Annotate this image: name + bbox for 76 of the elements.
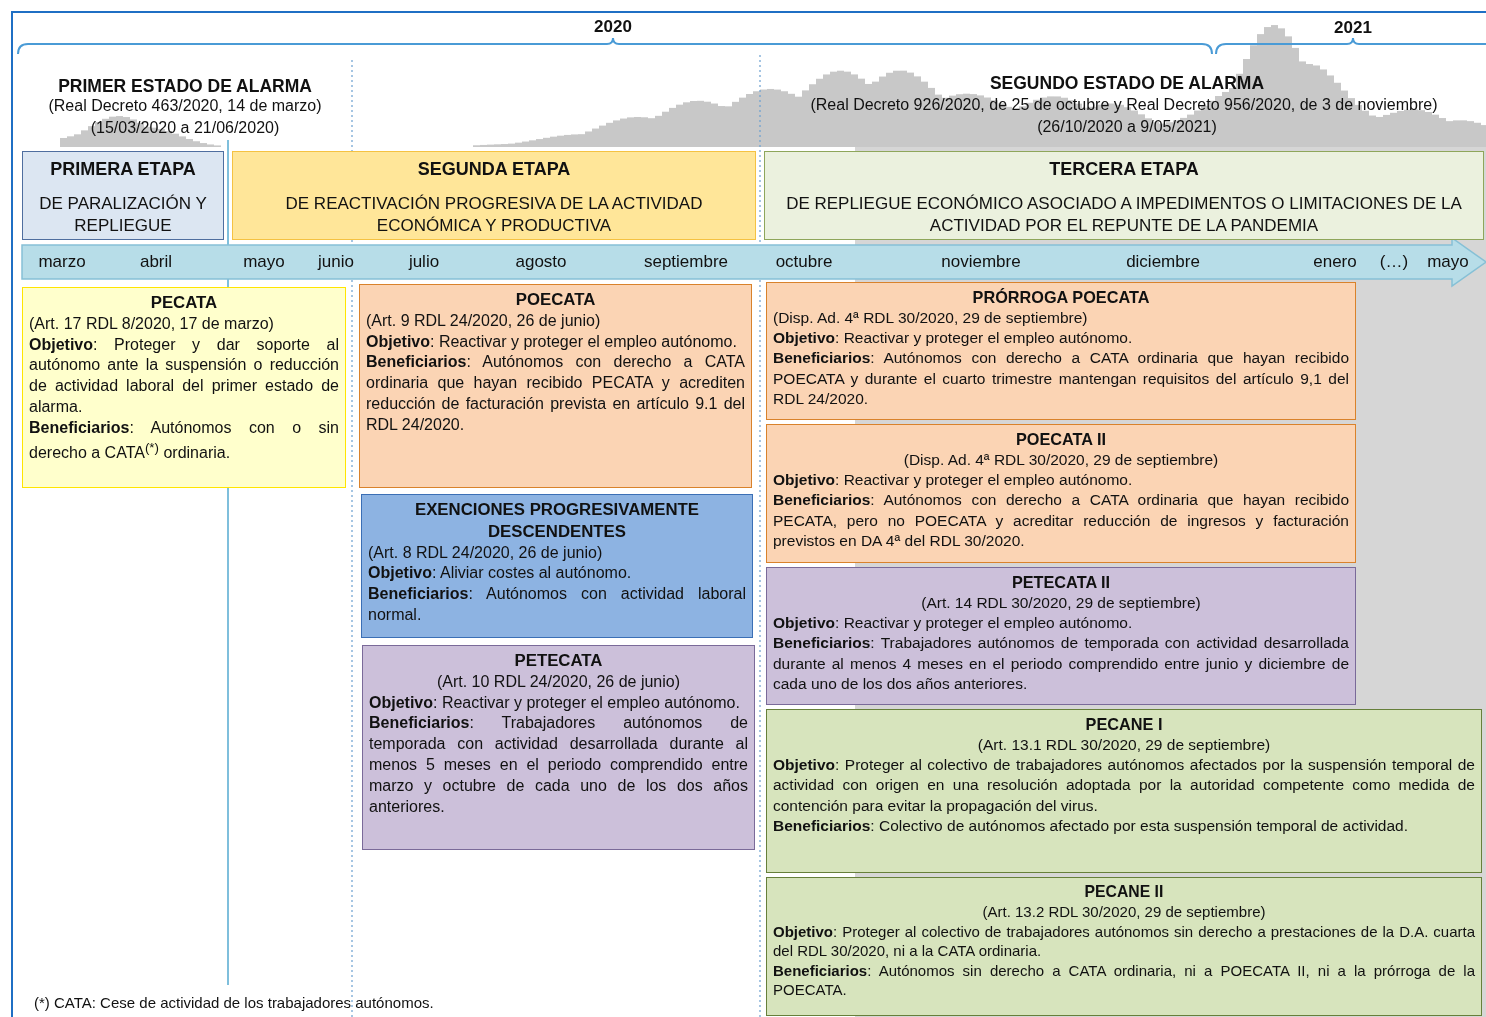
card-paragraph: Objetivo: Reactivar y proteger el empleo autónomo. — [773, 470, 1134, 491]
month-label: octubre — [775, 251, 833, 273]
measure-card — [766, 877, 1482, 1016]
month-label: mayo — [1427, 251, 1469, 273]
card-paragraph: Objetivo: Proteger y dar soporte al autónomo ante la suspensión o reducción de actividad laboral del primer estado de alarma. — [29, 334, 339, 417]
card-title: PECANE I — [1084, 714, 1164, 735]
card-paragraph: Beneficiarios: Autónomos sin derecho a CATA ordinaria, ni a POECATA II, ni a la prórroga de la POECATA. — [773, 960, 1475, 1000]
card-paragraph: Objetivo: Aliviar costes al autónomo. — [368, 563, 633, 584]
stage-box — [764, 151, 1484, 240]
month-label: marzo — [38, 251, 86, 273]
measure-card — [22, 287, 346, 488]
month-label: diciembre — [1126, 251, 1200, 273]
alarm-state-detail: (Real Decreto 463/2020, 14 de marzo) — [48, 96, 322, 116]
stage-title: PRIMERA ETAPA — [49, 158, 197, 181]
month-label: junio — [318, 251, 354, 273]
measure-card — [766, 282, 1356, 420]
card-paragraph: Objetivo: Proteger al colectivo de trabajadores autónomos sin derecho a prestaciones de la D.A. cuarta del RDL 30/2020, ni a la CATA ordinaria. — [773, 921, 1475, 961]
card-paragraph: Objetivo: Proteger al colectivo de trabajadores autónomos afectados por la suspensión temporal de actividad con origen en una resolución adoptada por la autoridad competente como medida de contención para evitar la propagación del virus. — [773, 755, 1475, 816]
card-paragraph: Objetivo: Reactivar y proteger el empleo autónomo. — [773, 613, 1134, 634]
month-label: noviembre — [941, 251, 1021, 273]
month-label: agosto — [515, 251, 567, 273]
month-label: enero — [1313, 251, 1357, 273]
measure-card — [766, 424, 1356, 563]
alarm-state-title: PRIMER ESTADO DE ALARMA — [58, 76, 312, 98]
month-label: septiembre — [643, 251, 729, 273]
month-label: julio — [408, 251, 440, 273]
legal-reference: (Art. 13.1 RDL 30/2020, 29 de septiembre) — [976, 735, 1272, 756]
card-paragraph: Beneficiarios: Autónomos con o sin derecho a CATA$^{(*)}$ ordinaria. — [29, 417, 339, 463]
card-paragraph: Beneficiarios: Trabajadores autónomos de temporada con actividad desarrollada durante al menos 5 meses en el periodo comprendido entre marzo y octubre de cada uno de los dos años anteriores. — [369, 713, 748, 817]
card-title: PECANE II — [1083, 882, 1165, 902]
stage-description: DE PARALIZACIÓN Y REPLIEGUE — [38, 193, 208, 238]
alarm-state-title: SEGUNDO ESTADO DE ALARMA — [989, 73, 1265, 95]
year-label: 2021 — [1334, 17, 1372, 39]
card-paragraph: Beneficiarios: Autónomos con derecho a CATA ordinaria que hayan recibido PECATA, pero no POECATA y acreditar reducción de ingresos y facturación previstos en DA 4ª del RDL 30/2020. — [773, 490, 1349, 551]
legal-reference: (Art. 14 RDL 30/2020, 29 de septiembre) — [920, 593, 1202, 614]
legal-reference: (Art. 13.2 RDL 30/2020, 29 de septiembre) — [981, 902, 1267, 922]
card-title: POECATA — [514, 289, 597, 311]
card-title: POECATA II — [1014, 429, 1108, 450]
card-paragraph: Beneficiarios: Trabajadores autónomos de temporada con actividad desarrollada durante al menos 4 meses en el periodo comprendido entre junio y diciembre de cada uno de los dos años anteriores. — [773, 633, 1349, 694]
stage-description: DE REPLIEGUE ECONÓMICO ASOCIADO A IMPEDIMENTOS O LIMITACIONES DE LA ACTIVIDAD POR EL REPUNTE DE LA PANDEMIA — [785, 193, 1463, 238]
stage-box — [232, 151, 756, 240]
legal-reference: (Art. 8 RDL 24/2020, 26 de junio) — [368, 542, 604, 563]
measure-card — [766, 709, 1482, 873]
card-title: PETECATA — [513, 650, 604, 672]
year-label: 2020 — [594, 16, 632, 38]
measure-card — [359, 284, 752, 488]
stage-description: DE REACTIVACIÓN PROGRESIVA DE LA ACTIVIDAD ECONÓMICA Y PRODUCTIVA — [284, 193, 704, 238]
month-label: mayo — [243, 251, 285, 273]
legal-reference: (Art. 10 RDL 24/2020, 26 de junio) — [435, 671, 682, 692]
measure-card — [362, 645, 755, 850]
card-title: PECATA — [149, 292, 219, 314]
card-title: PETECATA II — [1010, 572, 1112, 593]
measure-card — [766, 567, 1356, 705]
card-paragraph: Beneficiarios: Autónomos con derecho a CATA ordinaria que hayan recibido PECATA y acrediten reducción de facturación prevista en artículo 9.1 del RDL 24/2020. — [366, 352, 745, 435]
stage-title: SEGUNDA ETAPA — [416, 158, 572, 181]
stage-box — [22, 151, 224, 240]
month-label: (…) — [1379, 251, 1409, 273]
alarm-state-detail: (26/10/2020 a 9/05/2021) — [1037, 117, 1217, 137]
legal-reference: (Art. 9 RDL 24/2020, 26 de junio) — [366, 310, 602, 331]
legal-reference: (Disp. Ad. 4ª RDL 30/2020, 29 de septiembre) — [773, 308, 1089, 329]
measure-card — [361, 494, 753, 638]
month-label: abril — [139, 251, 173, 273]
stage-title: TERCERA ETAPA — [1048, 158, 1200, 181]
legal-reference: (Art. 17 RDL 8/2020, 17 de marzo) — [29, 313, 275, 334]
footnote: (*) CATA: Cese de actividad de los trabajadores autónomos. — [34, 994, 434, 1011]
alarm-state-detail: (Real Decreto 926/2020, de 25 de octubre y Real Decreto 956/2020, de 3 de noviembre) — [810, 95, 1438, 115]
card-paragraph: Objetivo: Reactivar y proteger el empleo autónomo. — [773, 328, 1134, 349]
card-paragraph: Objetivo: Reactivar y proteger el empleo autónomo. — [369, 692, 741, 713]
card-paragraph: Objetivo: Reactivar y proteger el empleo autónomo. — [366, 331, 738, 352]
card-paragraph: Beneficiarios: Autónomos con derecho a CATA ordinaria que hayan recibido POECATA y durante el cuarto trimestre mantengan requisitos del artículo 9,1 del RDL 24/2020. — [773, 348, 1349, 409]
card-paragraph: Beneficiarios: Colectivo de autónomos afectado por esta suspensión temporal de actividad. — [773, 815, 1409, 836]
alarm-state-detail: (15/03/2020 a 21/06/2020) — [90, 118, 280, 138]
legal-reference: (Disp. Ad. 4ª RDL 30/2020, 29 de septiembre) — [902, 450, 1220, 471]
card-paragraph: Beneficiarios: Autónomos con actividad laboral normal. — [368, 584, 746, 626]
card-title: EXENCIONES PROGRESIVAMENTE DESCENDENTES — [413, 499, 701, 543]
card-title: PRÓRROGA POECATA — [971, 287, 1151, 308]
